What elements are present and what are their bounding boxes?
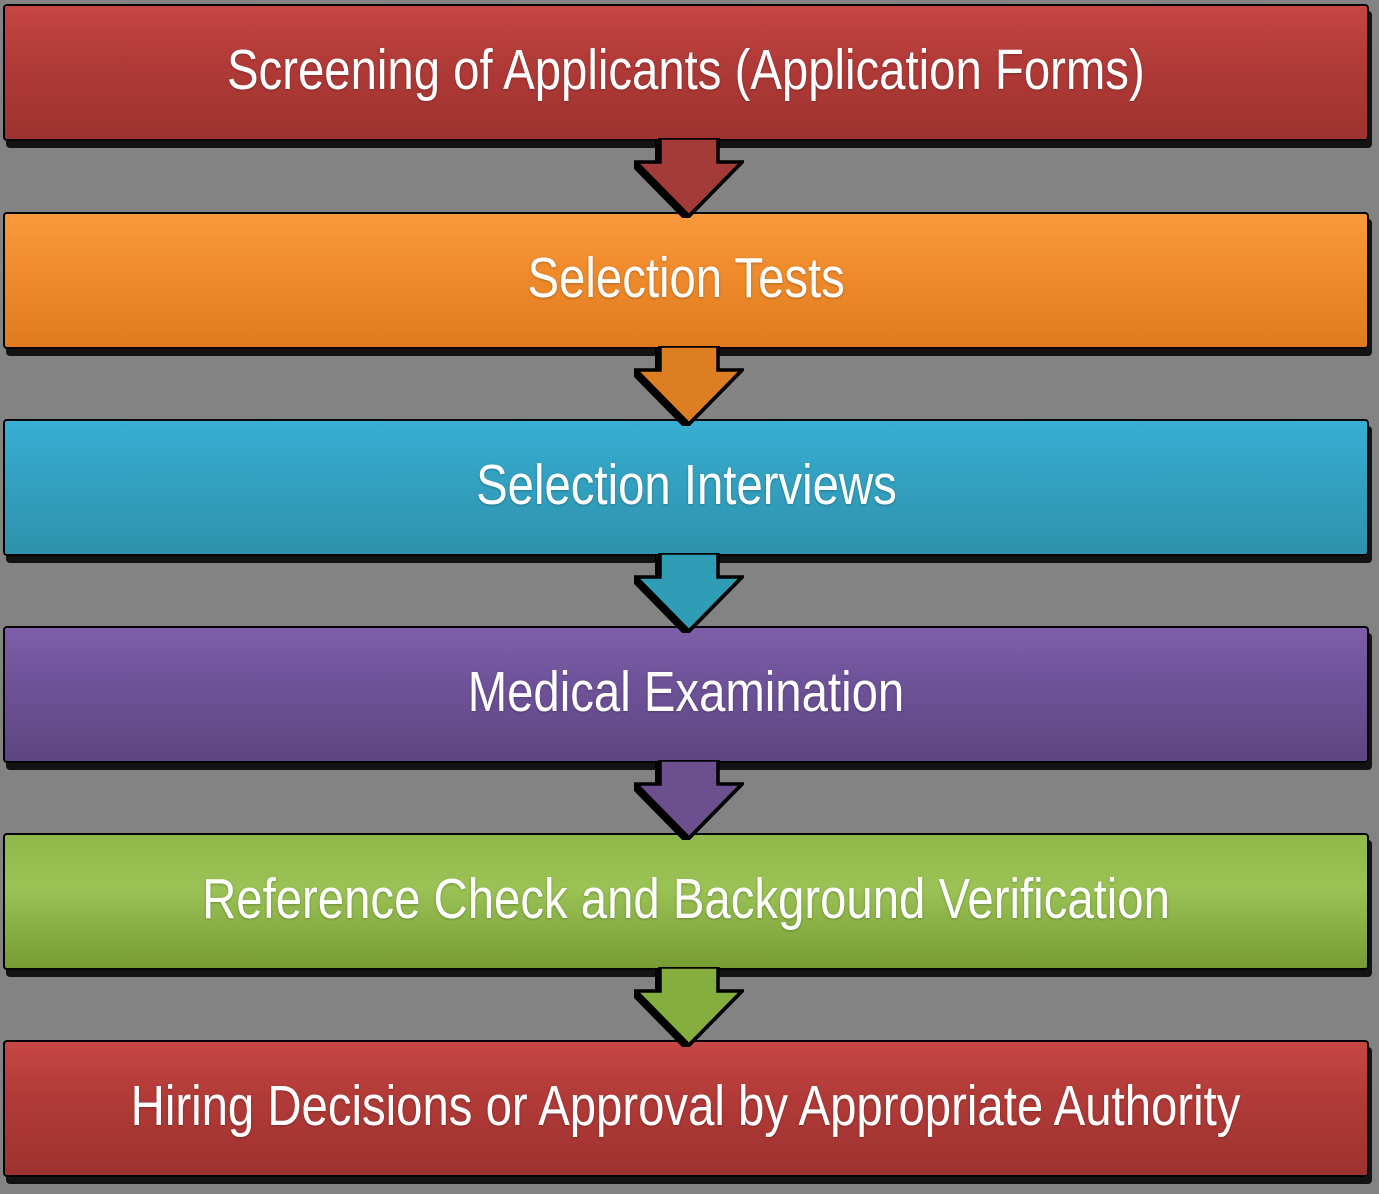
step-label: Medical Examination — [467, 660, 905, 724]
step-hiring-decisions: Hiring Decisions or Approval by Appropri… — [3, 1040, 1369, 1177]
down-arrow-icon — [634, 346, 744, 426]
step-label: Selection Interviews — [475, 453, 897, 517]
down-arrow-icon — [634, 138, 744, 218]
step-label: Selection Tests — [527, 246, 845, 310]
step-medical-examination: Medical Examination — [3, 626, 1369, 763]
down-arrow-icon — [634, 553, 744, 633]
down-arrow-icon — [634, 760, 744, 840]
step-screening-of-applicants: Screening of Applicants (Application For… — [3, 4, 1369, 141]
step-label: Screening of Applicants (Application For… — [227, 38, 1145, 102]
step-reference-check: Reference Check and Background Verificat… — [3, 833, 1369, 970]
down-arrow-icon — [634, 967, 744, 1047]
step-label: Hiring Decisions or Approval by Appropri… — [131, 1074, 1241, 1138]
step-label: Reference Check and Background Verificat… — [202, 867, 1170, 931]
step-selection-interviews: Selection Interviews — [3, 419, 1369, 556]
step-selection-tests: Selection Tests — [3, 212, 1369, 349]
